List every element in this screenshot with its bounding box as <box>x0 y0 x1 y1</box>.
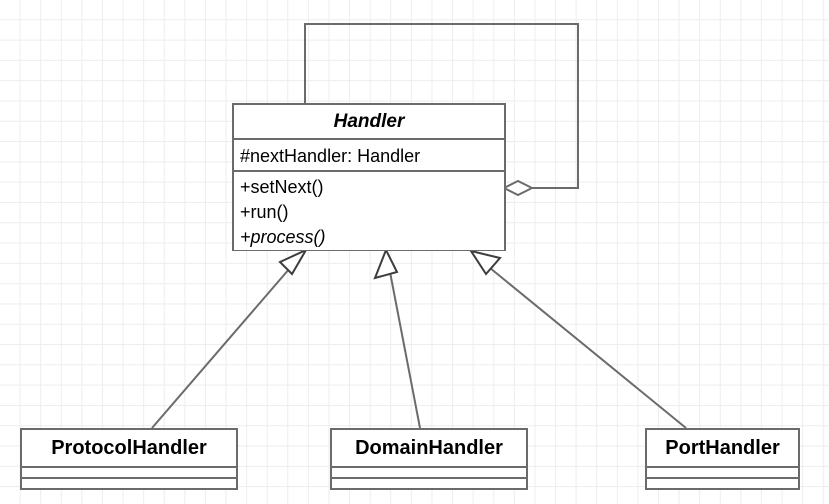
class-operation-setnext: +setNext() <box>240 177 324 197</box>
class-operations-protocol-handler <box>22 477 236 488</box>
class-operations-port-handler <box>647 477 798 488</box>
inheritance-triangle-icon-domain-handler <box>373 247 399 280</box>
class-name-handler: Handler <box>234 105 504 138</box>
class-box-handler[interactable]: Handler #nextHandler: Handler +setNext()… <box>232 103 506 251</box>
aggregation-diamond-icon <box>501 179 535 197</box>
generalization-edge-domain-handler[interactable] <box>389 271 421 429</box>
inheritance-triangle-icon-protocol-handler <box>278 247 309 276</box>
inheritance-triangle-icon-port-handler <box>468 249 502 276</box>
class-operations-domain-handler <box>332 477 526 488</box>
class-operation-run: +run() <box>240 202 289 222</box>
class-attributes-domain-handler <box>332 466 526 477</box>
class-box-domain-handler[interactable]: DomainHandler <box>330 428 528 490</box>
class-operations-handler: +setNext() +run() +process() <box>234 170 504 250</box>
class-box-port-handler[interactable]: PortHandler <box>645 428 800 490</box>
class-attributes-protocol-handler <box>22 466 236 477</box>
class-name-protocol-handler: ProtocolHandler <box>22 430 236 466</box>
generalization-edge-port-handler[interactable] <box>489 267 687 429</box>
class-box-protocol-handler[interactable]: ProtocolHandler <box>20 428 238 490</box>
class-attribute-handler-nexthandler: #nextHandler: Handler <box>234 138 504 170</box>
class-attributes-port-handler <box>647 466 798 477</box>
class-name-port-handler: PortHandler <box>647 430 798 466</box>
class-operation-process: +process() <box>240 227 326 247</box>
generalization-edge-protocol-handler[interactable] <box>151 267 291 429</box>
class-name-domain-handler: DomainHandler <box>332 430 526 466</box>
